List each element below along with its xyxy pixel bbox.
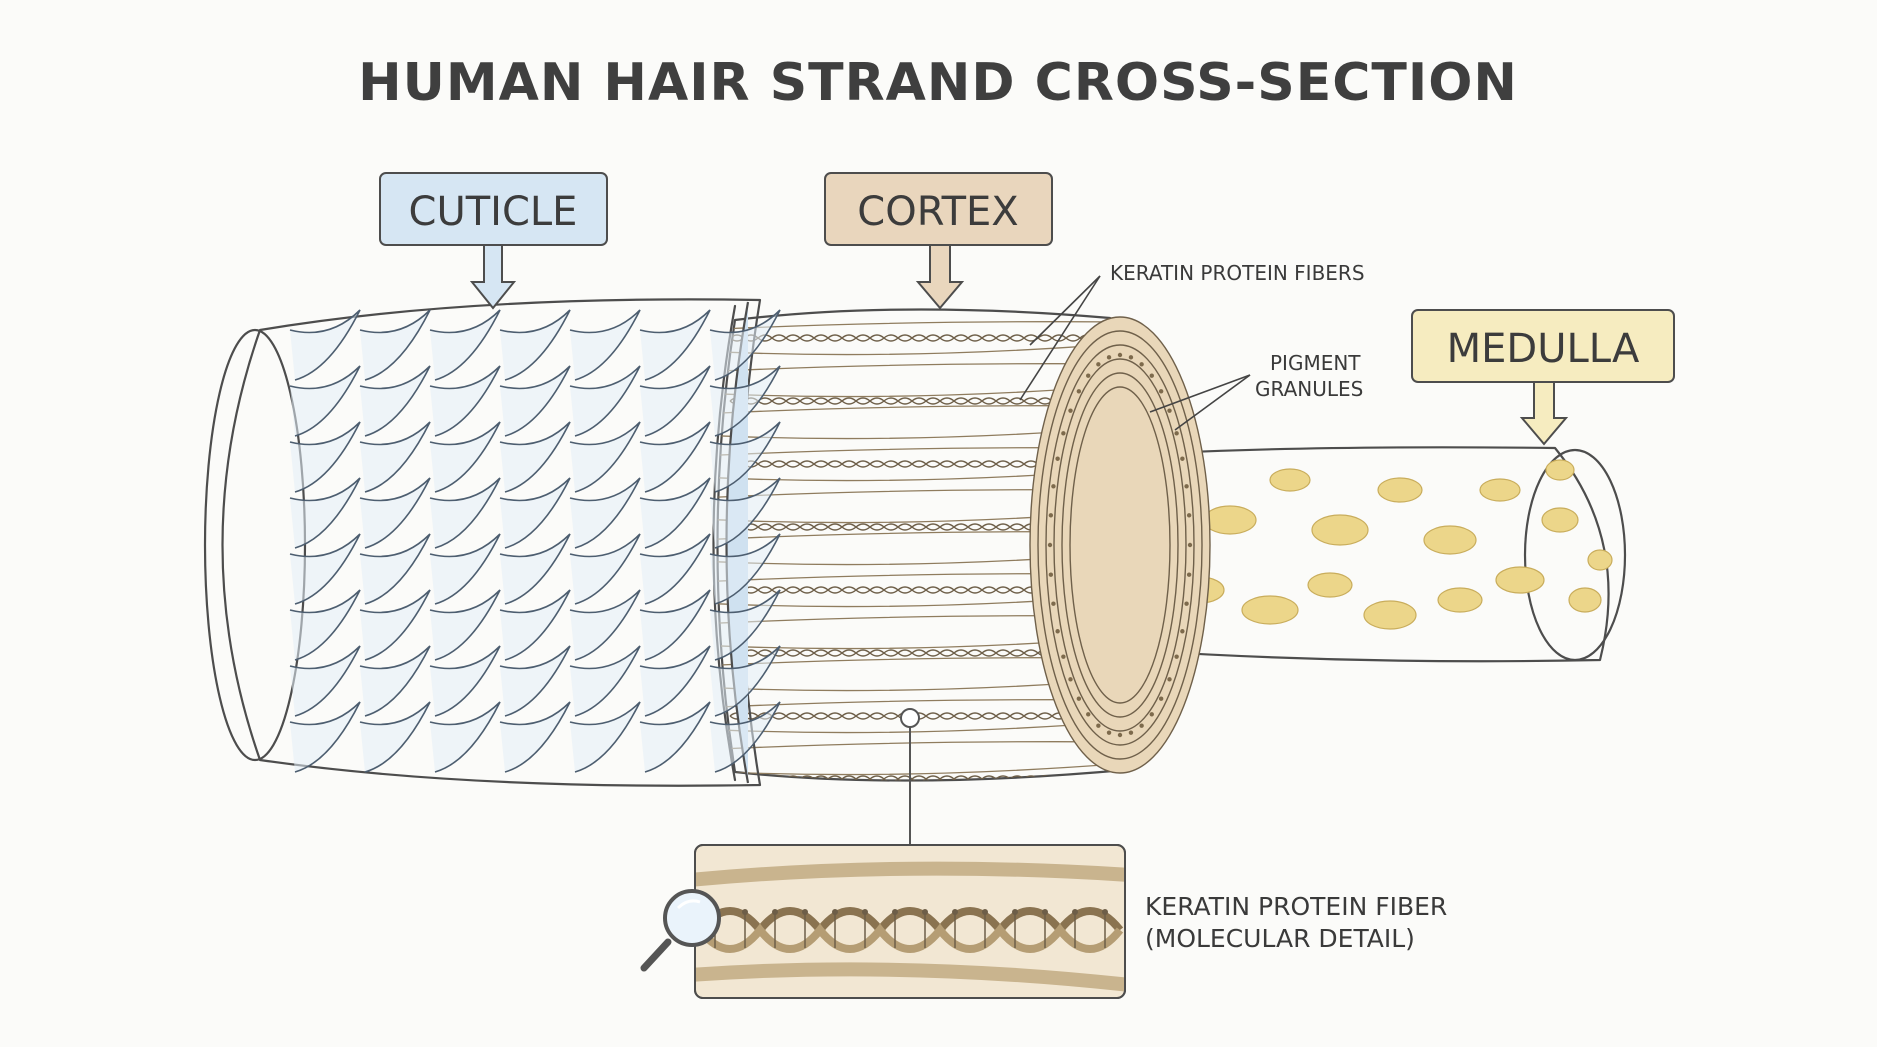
detail-label-line2: (MOLECULAR DETAIL) <box>1145 924 1415 953</box>
keratin-fibers-annotation: KERATIN PROTEIN FIBERS <box>1019 261 1365 401</box>
medulla-arrow <box>1519 381 1569 446</box>
magnifier-icon <box>640 889 721 972</box>
cuticle-label-box: CUTICLE <box>379 172 608 310</box>
cuticle-arrow <box>469 244 517 310</box>
medulla-label: MEDULLA <box>1447 326 1640 372</box>
diagram-title: HUMAN HAIR STRAND CROSS-SECTION <box>358 53 1518 113</box>
keratin-fibers-label: KERATIN PROTEIN FIBERS <box>1110 261 1365 285</box>
detail-callout-point <box>900 708 920 728</box>
medulla-label-box: MEDULLA <box>1411 309 1675 446</box>
cortex-label: CORTEX <box>857 189 1018 235</box>
cortex-layer <box>716 308 1211 782</box>
molecular-detail-inset <box>694 708 1126 999</box>
pigment-granules-annotation: PIGMENT GRANULES <box>1149 351 1363 431</box>
cortex-label-box: CORTEX <box>824 172 1053 310</box>
pigment-label-line1: PIGMENT <box>1270 351 1361 375</box>
cuticle-layer <box>203 298 781 787</box>
cuticle-label: CUTICLE <box>409 189 578 235</box>
cortex-arrow <box>915 244 965 310</box>
detail-label-line1: KERATIN PROTEIN FIBER <box>1145 892 1447 921</box>
molecular-detail-annotation: KERATIN PROTEIN FIBER (MOLECULAR DETAIL) <box>1145 892 1447 953</box>
pigment-label-line2: GRANULES <box>1255 377 1363 401</box>
